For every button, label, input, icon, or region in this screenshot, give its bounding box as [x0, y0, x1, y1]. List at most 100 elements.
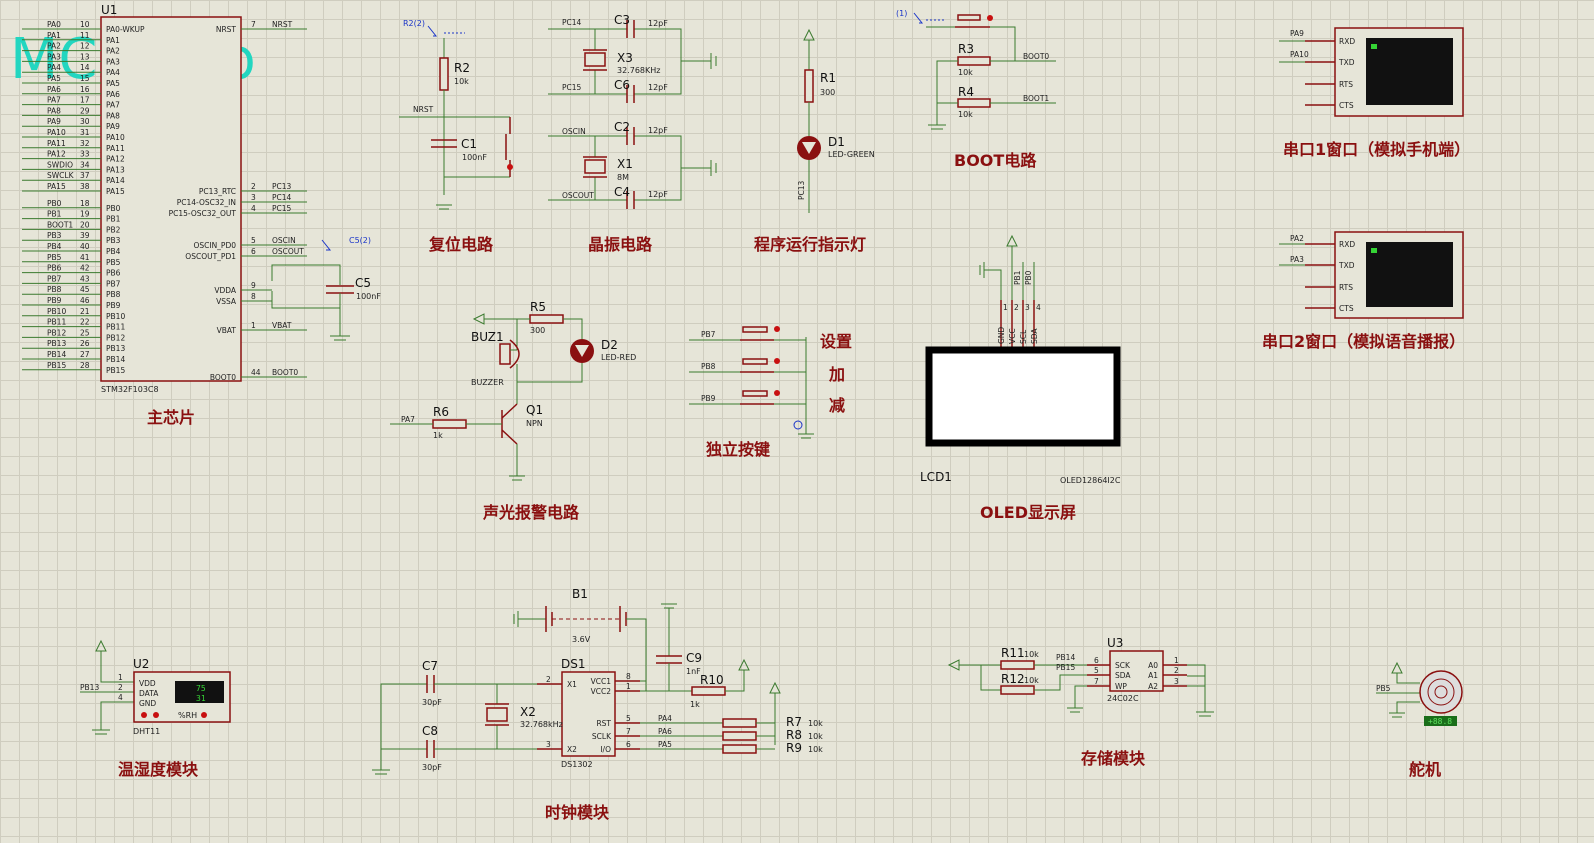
oled-screen[interactable] — [925, 346, 1121, 447]
x3-crystal[interactable] — [584, 52, 606, 67]
dht-temp-up-button[interactable] — [153, 712, 159, 718]
svg-text:BUZZER: BUZZER — [471, 378, 504, 387]
mcu-pin-number: 43 — [80, 274, 90, 283]
key-net-label: PB9 — [701, 394, 716, 403]
key-label-minus: 减 — [829, 396, 845, 415]
key-button-pb7[interactable] — [742, 326, 768, 333]
svg-text:TXD: TXD — [1338, 261, 1355, 270]
mcu-pin-number: 46 — [80, 296, 90, 305]
resistor-r9[interactable] — [722, 744, 757, 754]
dht11-module[interactable]: PB13 1 2 4 U2 VDD DATA GND 75 31 %RH DHT… — [80, 639, 231, 779]
r10-resistor[interactable] — [691, 686, 726, 696]
resistor-r7[interactable] — [722, 718, 757, 728]
resistor-ref: R9 — [786, 741, 802, 755]
section-alarm: 声光报警电路 — [482, 503, 580, 522]
mcu-pin-name: PA2 — [106, 47, 120, 56]
mcu-net-label: BOOT0 — [272, 368, 298, 377]
mcu-pin-number: 10 — [80, 20, 90, 29]
key-button-pb8[interactable] — [742, 358, 768, 365]
r2-resistor[interactable] — [439, 57, 449, 91]
u3-eeprom-body — [1109, 650, 1164, 692]
c5-probe-icon[interactable] — [321, 239, 332, 251]
mcu-pin-name: PA4 — [106, 68, 120, 77]
dht-rh-button[interactable] — [201, 712, 207, 718]
mcu-net-label: SWCLK — [47, 171, 75, 180]
mcu-pin-number: 9 — [251, 281, 256, 290]
c1-val: 100nF — [462, 153, 487, 162]
svg-text:8: 8 — [626, 672, 631, 681]
reset-probe-icon[interactable] — [427, 25, 438, 37]
mcu-pin-number: 25 — [80, 328, 90, 337]
x1-crystal[interactable] — [584, 159, 606, 174]
resistor-r8[interactable] — [722, 731, 757, 741]
mcu-pin-number: 33 — [80, 150, 90, 159]
svg-text:WP: WP — [1115, 682, 1127, 691]
mcu-pin-number: 11 — [80, 31, 90, 40]
servo-motor[interactable]: PB5 +88.8 舵机 — [1376, 661, 1463, 779]
servo-readout — [1424, 716, 1457, 726]
boot-probe-icon[interactable] — [913, 12, 924, 24]
mcu-net-label: NRST — [272, 20, 293, 29]
boot-switch[interactable] — [957, 14, 981, 21]
uart1-screen[interactable] — [1366, 38, 1453, 105]
mcu-pin-number: 7 — [251, 20, 256, 29]
mcu-pin-number: 26 — [80, 339, 90, 348]
svg-text:1: 1 — [626, 682, 631, 691]
svg-text:6: 6 — [626, 740, 631, 749]
r5-resistor[interactable] — [529, 314, 564, 324]
oled-pin-name: SCL — [1019, 329, 1028, 344]
mcu-net-label: PB3 — [47, 231, 62, 240]
mcu-net-label: PA9 — [47, 117, 61, 126]
dht-temp-down-button[interactable] — [141, 712, 147, 718]
svg-text:10k: 10k — [1024, 676, 1039, 685]
mcu-pin-number: 45 — [80, 285, 90, 294]
c1-ref: C1 — [461, 137, 477, 151]
r1-resistor[interactable] — [804, 69, 814, 103]
r6-resistor[interactable] — [432, 419, 467, 429]
svg-text:PA2: PA2 — [1290, 234, 1304, 243]
reset-button-indicator[interactable] — [507, 164, 513, 170]
svg-text:C7: C7 — [422, 659, 438, 673]
svg-text:PA7: PA7 — [401, 415, 415, 424]
r4-resistor[interactable] — [957, 98, 991, 108]
mcu-pin-number: 38 — [80, 182, 90, 191]
svg-text:PC14: PC14 — [562, 18, 582, 27]
x2-crystal[interactable] — [486, 707, 508, 722]
buzzer[interactable] — [499, 343, 511, 365]
key-button-pb9[interactable] — [742, 390, 768, 397]
reset-circuit[interactable]: R2(2) R2 10k NRST C1 100nF 复位电路 — [399, 19, 513, 254]
r3-resistor[interactable] — [957, 56, 991, 66]
mcu-pin-number: 44 — [251, 368, 261, 377]
svg-text:12pF: 12pF — [648, 19, 668, 28]
svg-text:8M: 8M — [617, 173, 629, 182]
servo-body[interactable] — [1419, 670, 1463, 714]
mcu-net-label: PA5 — [47, 74, 61, 83]
svg-text:PB13: PB13 — [80, 683, 99, 692]
svg-text:1k: 1k — [690, 700, 700, 709]
mcu-pin-name: PB10 — [106, 312, 125, 321]
oled-pin-name: GND — [997, 327, 1006, 344]
svg-text:SCLK: SCLK — [592, 732, 612, 741]
r12-resistor[interactable] — [1000, 685, 1035, 695]
uart2-screen[interactable] — [1366, 242, 1453, 307]
svg-text:C8: C8 — [422, 724, 438, 738]
svg-text:R11: R11 — [1001, 646, 1025, 660]
svg-text:VCC2: VCC2 — [591, 687, 612, 696]
svg-text:PC13: PC13 — [797, 180, 806, 200]
mcu-pin-name: PC14-OSC32_IN — [177, 198, 236, 207]
r11-resistor[interactable] — [1000, 660, 1035, 670]
